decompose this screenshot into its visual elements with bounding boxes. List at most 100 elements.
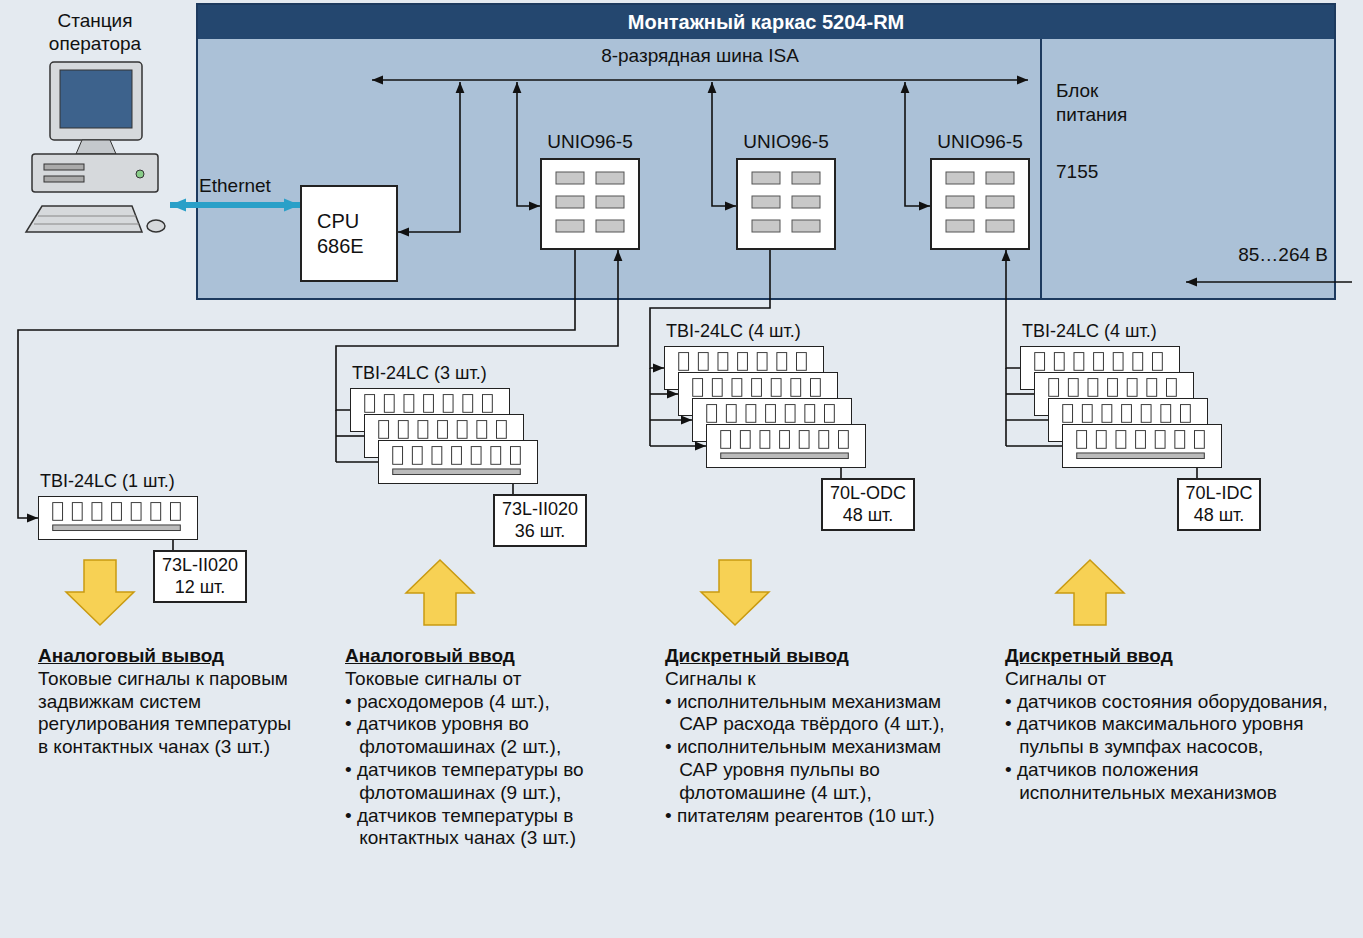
connector-socket bbox=[986, 220, 1014, 232]
stack-label: TBI-24LC (4 шт.) bbox=[1020, 320, 1222, 346]
module-callout: 70L-ODC 48 шт. bbox=[821, 478, 915, 531]
list-item: • датчиков температуры во флотомашинах (… bbox=[345, 759, 635, 805]
terminal-stack: TBI-24LC (1 шт.) bbox=[38, 470, 198, 540]
list-item: • исполнительным механизмам САР расхода … bbox=[665, 691, 985, 737]
io-module: UNIO96-5 bbox=[726, 131, 846, 250]
operator-station: Станция оператора bbox=[20, 10, 170, 256]
terminal-slot bbox=[1094, 353, 1104, 371]
callout-text: 73L-II020 12 шт. bbox=[161, 555, 239, 598]
list-item: • расходомеров (4 шт.), bbox=[345, 691, 635, 714]
section-text: Сигналы к bbox=[665, 668, 985, 691]
terminal-slot bbox=[738, 353, 748, 371]
board-stack bbox=[38, 496, 198, 540]
terminal-slot bbox=[1155, 431, 1165, 449]
terminal-board-face bbox=[39, 497, 196, 538]
input-arrow bbox=[1056, 560, 1124, 625]
list-item: • датчиков состояния оборудования, bbox=[1005, 691, 1340, 714]
terminal-slot bbox=[824, 405, 834, 423]
module-label: UNIO96-5 bbox=[530, 131, 650, 153]
terminal-slot bbox=[491, 447, 501, 465]
signal-column: Дискретный выводСигналы к• исполнительны… bbox=[665, 645, 985, 827]
signal-line bbox=[172, 540, 174, 550]
terminal-slot bbox=[424, 395, 434, 413]
io-module: UNIO96-5 bbox=[530, 131, 650, 250]
terminal-slot bbox=[679, 353, 689, 371]
terminal-slot bbox=[721, 431, 731, 449]
terminal-slot bbox=[693, 379, 703, 397]
connector-socket bbox=[946, 220, 974, 232]
terminal-slot bbox=[740, 431, 750, 449]
connector-socket bbox=[752, 196, 780, 208]
io-board-face bbox=[932, 160, 1028, 248]
connector-socket bbox=[752, 220, 780, 232]
mounting-rack: Монтажный каркас 5204-RMCPU 686EUNIO96-5… bbox=[196, 3, 1336, 300]
bus-drop bbox=[517, 82, 540, 206]
terminal-slot bbox=[471, 447, 481, 465]
io-board-face bbox=[738, 160, 834, 248]
stack-label: TBI-24LC (1 шт.) bbox=[38, 470, 198, 496]
terminal-slot bbox=[1096, 431, 1106, 449]
section-text: Токовые сигналы к паровым задвижкам сист… bbox=[38, 668, 303, 759]
stack-label: TBI-24LC (3 шт.) bbox=[350, 362, 538, 388]
output-arrow bbox=[66, 560, 134, 625]
signal-column: Аналоговый вводТоковые сигналы от• расхо… bbox=[345, 645, 635, 850]
terminal-slot bbox=[1180, 405, 1190, 423]
connector-socket bbox=[946, 172, 974, 184]
terminal-board-face bbox=[379, 441, 536, 482]
connector-socket bbox=[596, 196, 624, 208]
drive-slot bbox=[44, 164, 84, 170]
io-board-face bbox=[542, 160, 638, 248]
terminal-slot bbox=[1122, 405, 1132, 423]
signal-line bbox=[650, 250, 770, 368]
connector-socket bbox=[792, 172, 820, 184]
board-stack bbox=[1020, 346, 1222, 468]
list-item: • питателям реагентов (10 шт.) bbox=[665, 805, 985, 828]
connector-socket bbox=[792, 220, 820, 232]
terminal-slot bbox=[412, 447, 422, 465]
terminal-slot bbox=[1108, 379, 1118, 397]
branch-line bbox=[1006, 445, 1062, 447]
terminal-slot bbox=[1102, 405, 1112, 423]
terminal-slot bbox=[432, 447, 442, 465]
terminal-slot bbox=[796, 353, 806, 371]
terminal-slot bbox=[393, 447, 403, 465]
signal-column: Дискретный вводСигналы от• датчиков сост… bbox=[1005, 645, 1340, 805]
bus-drop bbox=[398, 82, 460, 232]
keyboard bbox=[26, 206, 142, 232]
terminal-slot bbox=[477, 421, 487, 439]
section-text: Токовые сигналы от bbox=[345, 668, 635, 691]
terminal-board bbox=[38, 496, 198, 540]
power-label: 7155 bbox=[1056, 161, 1320, 183]
branch-line bbox=[650, 445, 706, 447]
section-heading: Дискретный ввод bbox=[1005, 645, 1340, 668]
terminal-slot bbox=[398, 421, 408, 439]
terminal-slot bbox=[482, 395, 492, 413]
terminal-slot bbox=[1035, 353, 1045, 371]
terminal-slot bbox=[452, 447, 462, 465]
bus-drop bbox=[905, 82, 930, 206]
terminal-slot bbox=[1136, 431, 1146, 449]
connector-socket bbox=[596, 172, 624, 184]
terminal-slot bbox=[379, 421, 389, 439]
io-module: UNIO96-5 bbox=[920, 131, 1040, 250]
list-item: • датчиков температуры в контактных чана… bbox=[345, 805, 635, 851]
terminal-strip bbox=[1077, 453, 1205, 459]
connector-socket bbox=[556, 220, 584, 232]
computer-icon bbox=[20, 56, 170, 256]
terminal-board-face bbox=[707, 425, 864, 466]
terminal-slot bbox=[457, 421, 467, 439]
branch-line bbox=[650, 393, 678, 395]
terminal-slot bbox=[418, 421, 428, 439]
mouse bbox=[147, 220, 165, 232]
voltage-label: 85…264 В bbox=[1238, 244, 1328, 266]
stack-label: TBI-24LC (4 шт.) bbox=[664, 320, 866, 346]
terminal-slot bbox=[1152, 353, 1162, 371]
power-supply: Блок питания7155 bbox=[1040, 39, 1334, 298]
power-led bbox=[136, 170, 144, 178]
module-callout: 73L-II020 12 шт. bbox=[153, 550, 247, 603]
terminal-slot bbox=[785, 405, 795, 423]
section-heading: Аналоговый ввод bbox=[345, 645, 635, 668]
